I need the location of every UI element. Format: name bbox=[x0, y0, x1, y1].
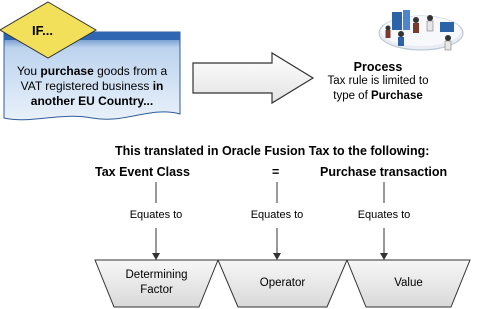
if-diamond-badge bbox=[0, 1, 97, 59]
process-line-2-emphasis: Purchase bbox=[370, 90, 423, 102]
condition-text-part: goods from a bbox=[93, 64, 168, 78]
operator-label: Operator bbox=[259, 277, 306, 289]
tax-event-class-label: Tax Event Class bbox=[95, 165, 190, 179]
if-badge-label: IF... bbox=[32, 23, 53, 38]
equals-sign: = bbox=[272, 165, 280, 179]
condition-text-emphasis: another EU Country... bbox=[30, 94, 154, 108]
equates-arrow-3 bbox=[380, 182, 388, 260]
equates-arrow-2 bbox=[273, 182, 281, 260]
value-trapezoid bbox=[346, 259, 471, 308]
determining-factor-line-1: Determining bbox=[125, 269, 188, 281]
translation-heading: This translated in Oracle Fusion Tax to … bbox=[115, 144, 430, 158]
equates-to-label-1: Equates to bbox=[129, 209, 183, 221]
value-label: Value bbox=[394, 277, 423, 289]
condition-note-header-band bbox=[4, 32, 180, 40]
determining-factor-trapezoid bbox=[94, 259, 219, 308]
determining-factor-line-2: Factor bbox=[140, 284, 173, 296]
process-title: Process bbox=[353, 60, 403, 74]
equates-arrow-1 bbox=[152, 182, 160, 260]
condition-text-part: You bbox=[16, 64, 41, 78]
determining-factor-label: Determining Factor bbox=[106, 268, 207, 298]
condition-text-emphasis: purchase bbox=[40, 64, 94, 78]
condition-text: You purchase goods from a VAT registered… bbox=[4, 64, 180, 109]
process-line-1: Tax rule is limited to bbox=[327, 75, 429, 87]
process-line-2: type of Purchase bbox=[318, 89, 438, 104]
process-block-arrow bbox=[192, 51, 315, 105]
equates-to-label-2: Equates to bbox=[250, 209, 304, 221]
condition-text-part: VAT registered business bbox=[20, 79, 153, 93]
process-people-icon bbox=[378, 10, 464, 51]
condition-text-emphasis: in bbox=[152, 79, 164, 93]
purchase-transaction-label: Purchase transaction bbox=[320, 165, 448, 179]
operator-trapezoid bbox=[217, 259, 348, 308]
equates-to-label-3: Equates to bbox=[357, 209, 411, 221]
process-line-2-text: type of bbox=[333, 90, 371, 102]
process-label-group: Process Tax rule is limited to type of P… bbox=[318, 60, 438, 104]
